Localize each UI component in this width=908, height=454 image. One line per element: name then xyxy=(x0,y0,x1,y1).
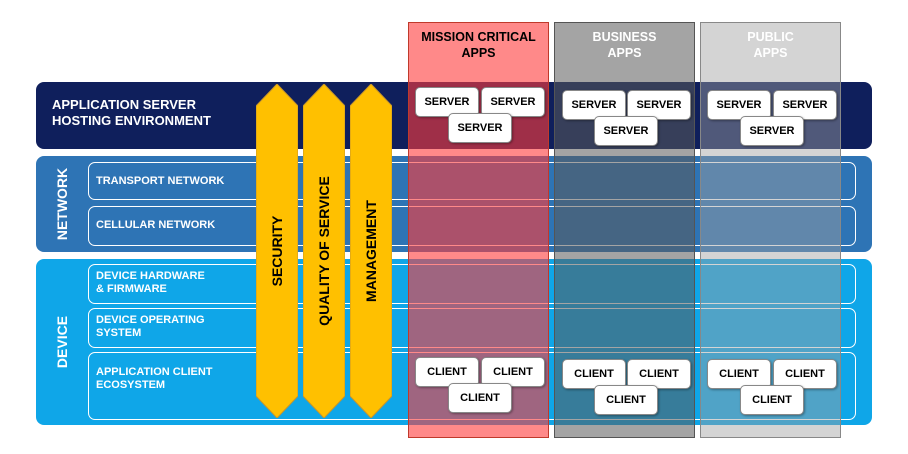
client-box: CLIENT xyxy=(594,385,658,415)
mission-critical-column: MISSION CRITICAL APPS SERVER SERVER SERV… xyxy=(408,22,549,438)
cellular-network-label: CELLULAR NETWORK xyxy=(96,219,216,231)
security-pillar-shape xyxy=(256,84,298,418)
client-box: CLIENT xyxy=(481,357,545,387)
public-column: PUBLIC APPS SERVER SERVER SERVER CLIENT … xyxy=(700,22,841,438)
quality-of-service-pillar-label: QUALITY OF SERVICE xyxy=(316,176,332,326)
device-hardware-label: DEVICE HARDWARE & FIRMWARE xyxy=(96,270,205,295)
server-box: SERVER xyxy=(562,90,626,120)
security-pillar: SECURITY xyxy=(256,84,298,418)
app-client-label: APPLICATION CLIENT ECOSYSTEM xyxy=(96,366,213,391)
client-box: CLIENT xyxy=(448,383,512,413)
transport-network-label: TRANSPORT NETWORK xyxy=(96,175,225,187)
client-box: CLIENT xyxy=(740,385,804,415)
client-box: CLIENT xyxy=(707,359,771,389)
network-layer-label: NETWORK xyxy=(54,167,70,241)
client-box: CLIENT xyxy=(773,359,837,389)
quality-of-service-pillar: QUALITY OF SERVICE xyxy=(303,84,345,418)
server-box: SERVER xyxy=(707,90,771,120)
client-box: CLIENT xyxy=(415,357,479,387)
server-box: SERVER xyxy=(481,87,545,117)
server-box: SERVER xyxy=(415,87,479,117)
management-pillar: MANAGEMENT xyxy=(350,84,392,418)
server-box: SERVER xyxy=(627,90,691,120)
public-title: PUBLIC APPS xyxy=(747,30,794,60)
server-box: SERVER xyxy=(740,116,804,146)
management-pillar-shape xyxy=(350,84,392,418)
security-pillar-label: SECURITY xyxy=(269,215,285,287)
mission-critical-title: MISSION CRITICAL APPS xyxy=(421,30,536,60)
device-os-label: DEVICE OPERATING SYSTEM xyxy=(96,314,205,339)
server-box: SERVER xyxy=(448,113,512,143)
server-box: SERVER xyxy=(594,116,658,146)
business-column: BUSINESS APPS SERVER SERVER SERVER CLIEN… xyxy=(554,22,695,438)
app-server-layer-label: APPLICATION SERVER HOSTING ENVIRONMENT xyxy=(52,97,211,128)
device-layer-label: DEVICE xyxy=(54,315,70,369)
business-title: BUSINESS APPS xyxy=(592,30,657,60)
management-pillar-label: MANAGEMENT xyxy=(363,200,379,302)
server-box: SERVER xyxy=(773,90,837,120)
quality-of-service-pillar-shape xyxy=(303,84,345,418)
client-box: CLIENT xyxy=(627,359,691,389)
